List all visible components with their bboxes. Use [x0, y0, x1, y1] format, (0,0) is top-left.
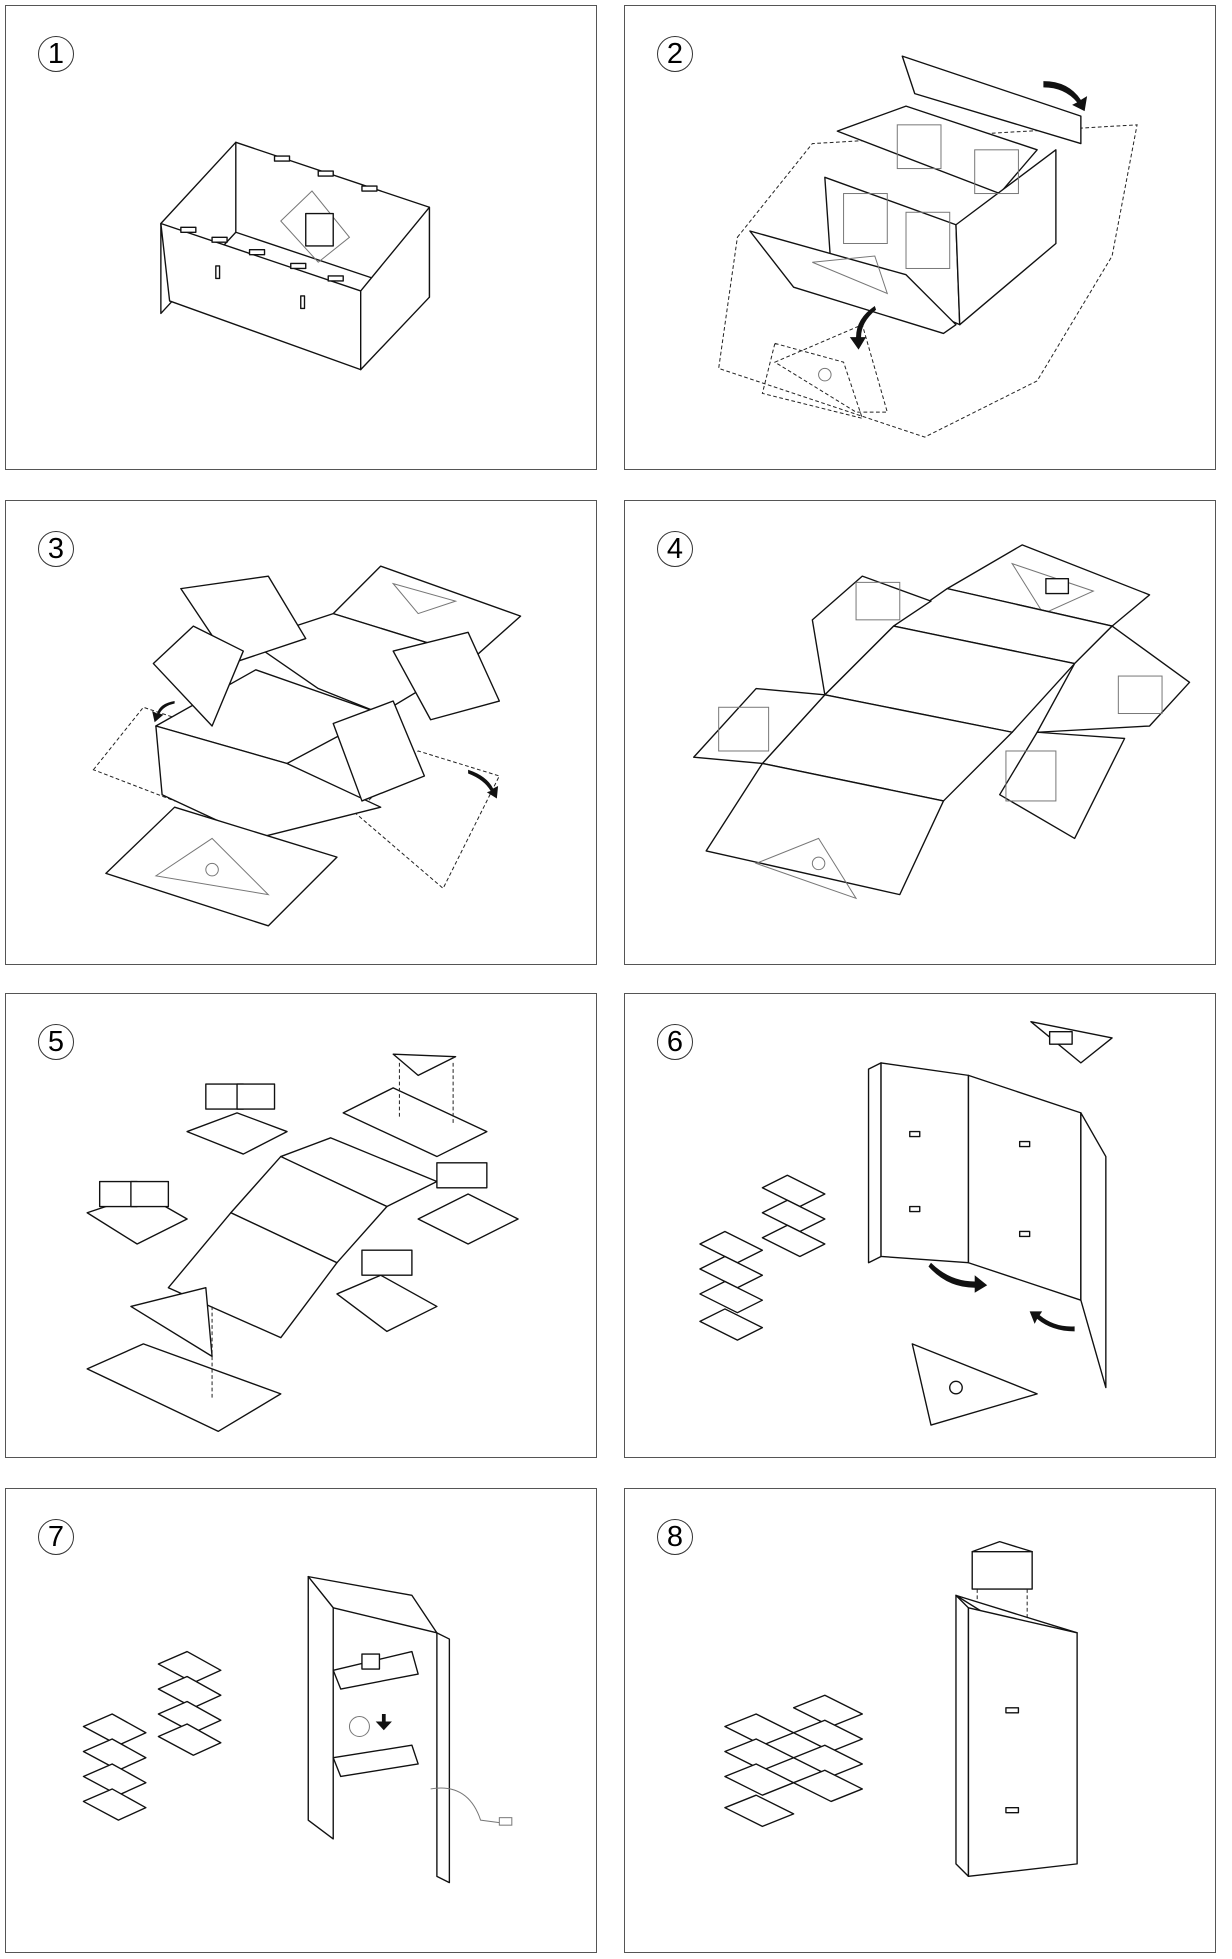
- step-number-2: 2: [657, 36, 693, 72]
- step-2-panel: 2: [624, 5, 1216, 470]
- step-4-panel: 4: [624, 500, 1216, 965]
- step-number-3: 3: [38, 531, 74, 567]
- step-8-panel: 8: [624, 1488, 1216, 1953]
- unfolding-box-illustration: [718, 55, 1138, 438]
- step-7-panel: 7: [5, 1488, 597, 1953]
- flat-layout-illustration: [693, 544, 1191, 900]
- step-number-4: 4: [657, 531, 693, 567]
- step-6-panel: 6: [624, 993, 1216, 1458]
- step-5-panel: 5: [5, 993, 597, 1458]
- unfold-sides-illustration: [92, 565, 522, 927]
- step-number-5: 5: [38, 1024, 74, 1060]
- step-number-7: 7: [38, 1519, 74, 1555]
- final-assembly-illustration: [724, 1540, 1078, 1878]
- step-3-panel: 3: [5, 500, 597, 965]
- step-number-6: 6: [657, 1024, 693, 1060]
- fold-up-walls-illustration: [699, 1020, 1113, 1426]
- closed-box-illustration: [160, 141, 431, 371]
- step-number-1: 1: [38, 36, 74, 72]
- step-1-panel: 1: [5, 5, 597, 470]
- insert-lamp-illustration: [82, 1575, 513, 1884]
- step-number-8: 8: [657, 1519, 693, 1555]
- shelves-placement-illustration: [86, 1053, 519, 1433]
